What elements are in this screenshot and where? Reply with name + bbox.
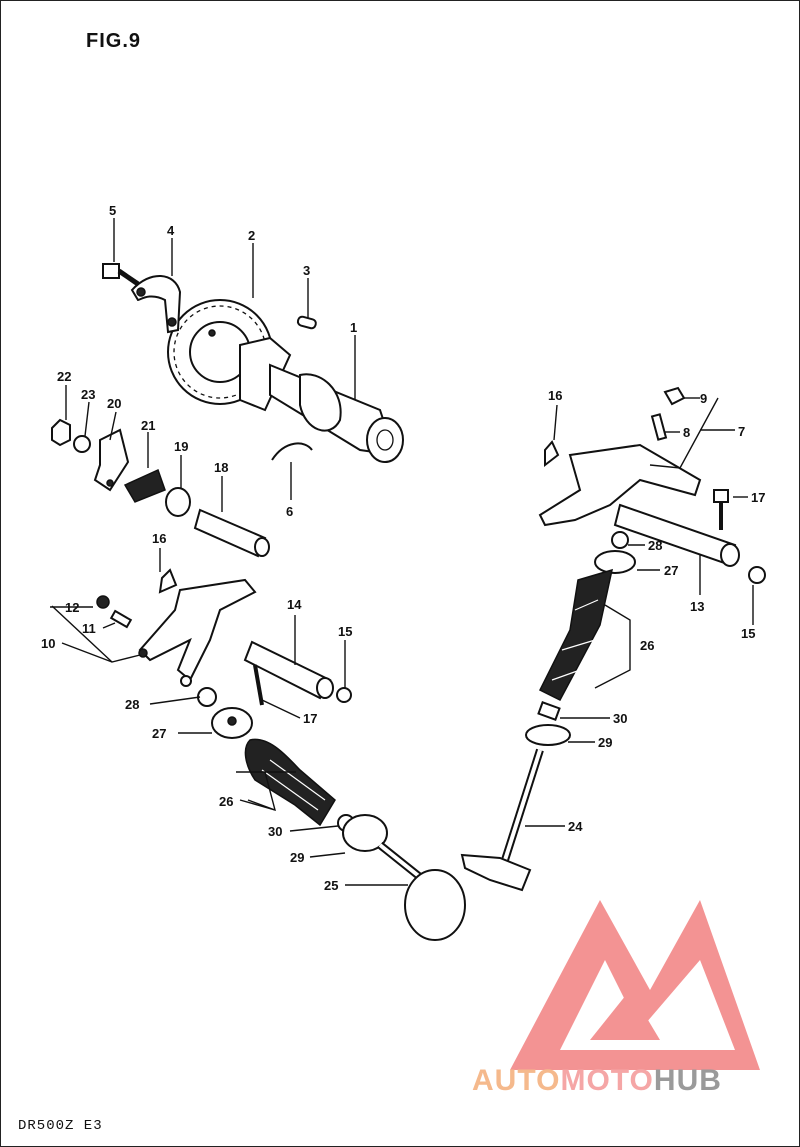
model-code: DR500Z E3	[18, 1118, 103, 1134]
label-part-14: 14	[287, 597, 302, 612]
label-part-16-left: 16	[152, 531, 166, 546]
watermark-text: AUTOMOTOHUB	[472, 1064, 722, 1098]
label-part-28-left: 28	[125, 697, 139, 712]
label-part-15-right: 15	[741, 626, 755, 641]
label-part-6: 6	[286, 504, 293, 519]
label-part-3: 3	[303, 263, 310, 278]
figure-title: FIG.9	[86, 30, 142, 52]
label-part-22: 22	[57, 369, 71, 384]
label-part-8: 8	[683, 425, 690, 440]
leader-lines	[50, 218, 754, 886]
label-part-16-right: 16	[548, 388, 562, 403]
label-part-26-left: 26	[219, 794, 233, 809]
label-part-30-right: 30	[613, 711, 627, 726]
label-part-11: 11	[82, 621, 96, 636]
label-part-17-right: 17	[751, 490, 765, 505]
label-part-10: 10	[41, 636, 55, 651]
label-part-29-left: 29	[290, 850, 304, 865]
label-part-1: 1	[350, 320, 357, 335]
watermark-moto: MOTO	[560, 1064, 654, 1097]
watermark-hub: HUB	[653, 1064, 722, 1097]
label-part-5: 5	[109, 203, 116, 218]
intake-valve-assembly	[197, 687, 466, 941]
label-part-24: 24	[568, 819, 583, 834]
label-part-15-left: 15	[338, 624, 352, 639]
label-part-30-left: 30	[268, 824, 282, 839]
label-part-29-right: 29	[598, 735, 612, 750]
part-number-labels: 1 2 3 4 5 6 7 8 9 10 11 12 13 14 15 15 1…	[41, 203, 765, 893]
label-part-25: 25	[324, 878, 338, 893]
intake-rocker-assembly	[96, 568, 352, 706]
cam-chain-guide-bracket	[130, 275, 182, 334]
decompressor-parts	[51, 418, 270, 558]
label-part-13: 13	[690, 599, 704, 614]
watermark-logo-icon	[510, 900, 760, 1070]
label-part-26-right: 26	[640, 638, 654, 653]
label-part-9: 9	[700, 391, 707, 406]
bolt	[102, 263, 140, 287]
label-part-18: 18	[214, 460, 228, 475]
label-part-27-right: 27	[664, 563, 678, 578]
camshaft	[239, 336, 404, 463]
exhaust-valve-assembly	[460, 531, 636, 892]
snap-ring	[271, 442, 313, 461]
label-part-17-left: 17	[303, 711, 317, 726]
label-part-27-left: 27	[152, 726, 166, 741]
label-part-12: 12	[65, 600, 79, 615]
label-part-20: 20	[107, 396, 121, 411]
label-part-2: 2	[248, 228, 255, 243]
label-part-21: 21	[141, 418, 155, 433]
exhaust-rocker-assembly	[538, 386, 766, 584]
label-part-7: 7	[738, 424, 745, 439]
label-part-28-right: 28	[648, 538, 662, 553]
label-part-4: 4	[167, 223, 175, 238]
watermark-auto: AUTO	[472, 1064, 561, 1097]
label-part-19: 19	[174, 439, 188, 454]
dowel-pin	[296, 315, 317, 330]
label-part-23: 23	[81, 387, 95, 402]
